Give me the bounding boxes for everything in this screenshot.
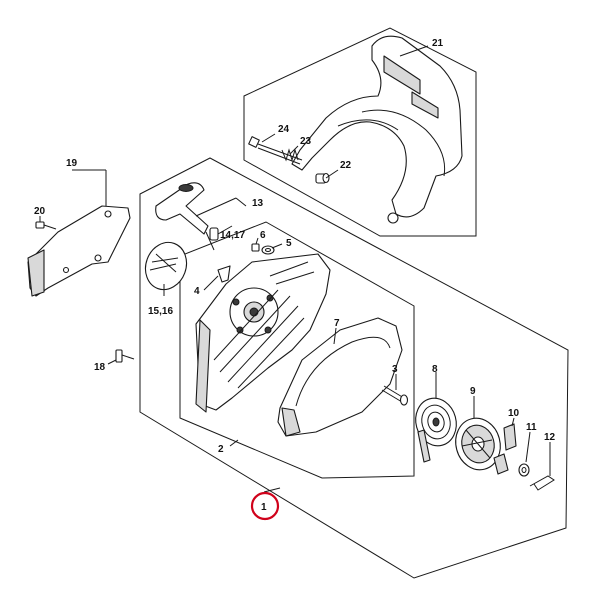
washer-5 <box>261 245 275 255</box>
bolt-3 <box>381 385 409 406</box>
pawl-10 <box>493 423 517 475</box>
callout-15-16: 15,16 <box>148 306 173 317</box>
screw-6 <box>251 243 260 252</box>
frame-fan-housing <box>179 221 415 479</box>
spring-23 <box>281 148 299 162</box>
callout-19: 19 <box>66 158 78 169</box>
spring-clip-12 <box>529 475 555 491</box>
rope-rotor-14-17 <box>209 227 219 241</box>
callout-18: 18 <box>94 362 106 373</box>
hand-guard-21 <box>291 35 463 224</box>
rewind-spring-8 <box>415 397 457 463</box>
callout-4: 4 <box>194 286 200 297</box>
callout-1-highlighted[interactable]: 1 <box>250 487 281 521</box>
frame-hand-guard <box>243 27 477 237</box>
rope-rotor-9 <box>455 417 501 471</box>
callout-2: 2 <box>218 444 224 455</box>
callout-21: 21 <box>432 38 444 49</box>
callout-10: 10 <box>508 408 520 419</box>
callout-20: 20 <box>34 206 46 217</box>
callout-5: 5 <box>286 238 292 249</box>
label-disc-15-16 <box>144 241 188 291</box>
callout-8: 8 <box>432 364 438 375</box>
washer-11 <box>518 463 530 477</box>
fan-housing-2 <box>195 253 331 413</box>
screw-18 <box>115 349 135 363</box>
bushing-22 <box>315 172 330 184</box>
highlight-circle <box>250 491 280 521</box>
callout-6: 6 <box>260 230 266 241</box>
callout-7: 7 <box>334 318 340 329</box>
callout-24: 24 <box>278 124 290 135</box>
callout-12: 12 <box>544 432 556 443</box>
callout-labels: 21 24 23 22 19 20 13 14,17 6 5 15,16 4 7… <box>34 38 556 455</box>
cover-plate-19 <box>27 205 131 297</box>
callout-22: 22 <box>340 160 352 171</box>
frame-main-assembly <box>139 157 569 579</box>
callout-1: 1 <box>261 502 267 513</box>
leader-lines <box>39 45 551 476</box>
shroud-7 <box>277 317 403 437</box>
callout-23: 23 <box>300 136 312 147</box>
starter-grip-13 <box>155 182 215 251</box>
callout-13: 13 <box>252 198 264 209</box>
callout-9: 9 <box>470 386 476 397</box>
callout-3: 3 <box>392 364 398 375</box>
callout-14-17: 14,17 <box>220 230 245 241</box>
callout-11: 11 <box>526 422 537 433</box>
guard-screw-24 <box>248 136 303 165</box>
screw-20 <box>35 221 57 230</box>
grommet-4 <box>217 265 231 283</box>
